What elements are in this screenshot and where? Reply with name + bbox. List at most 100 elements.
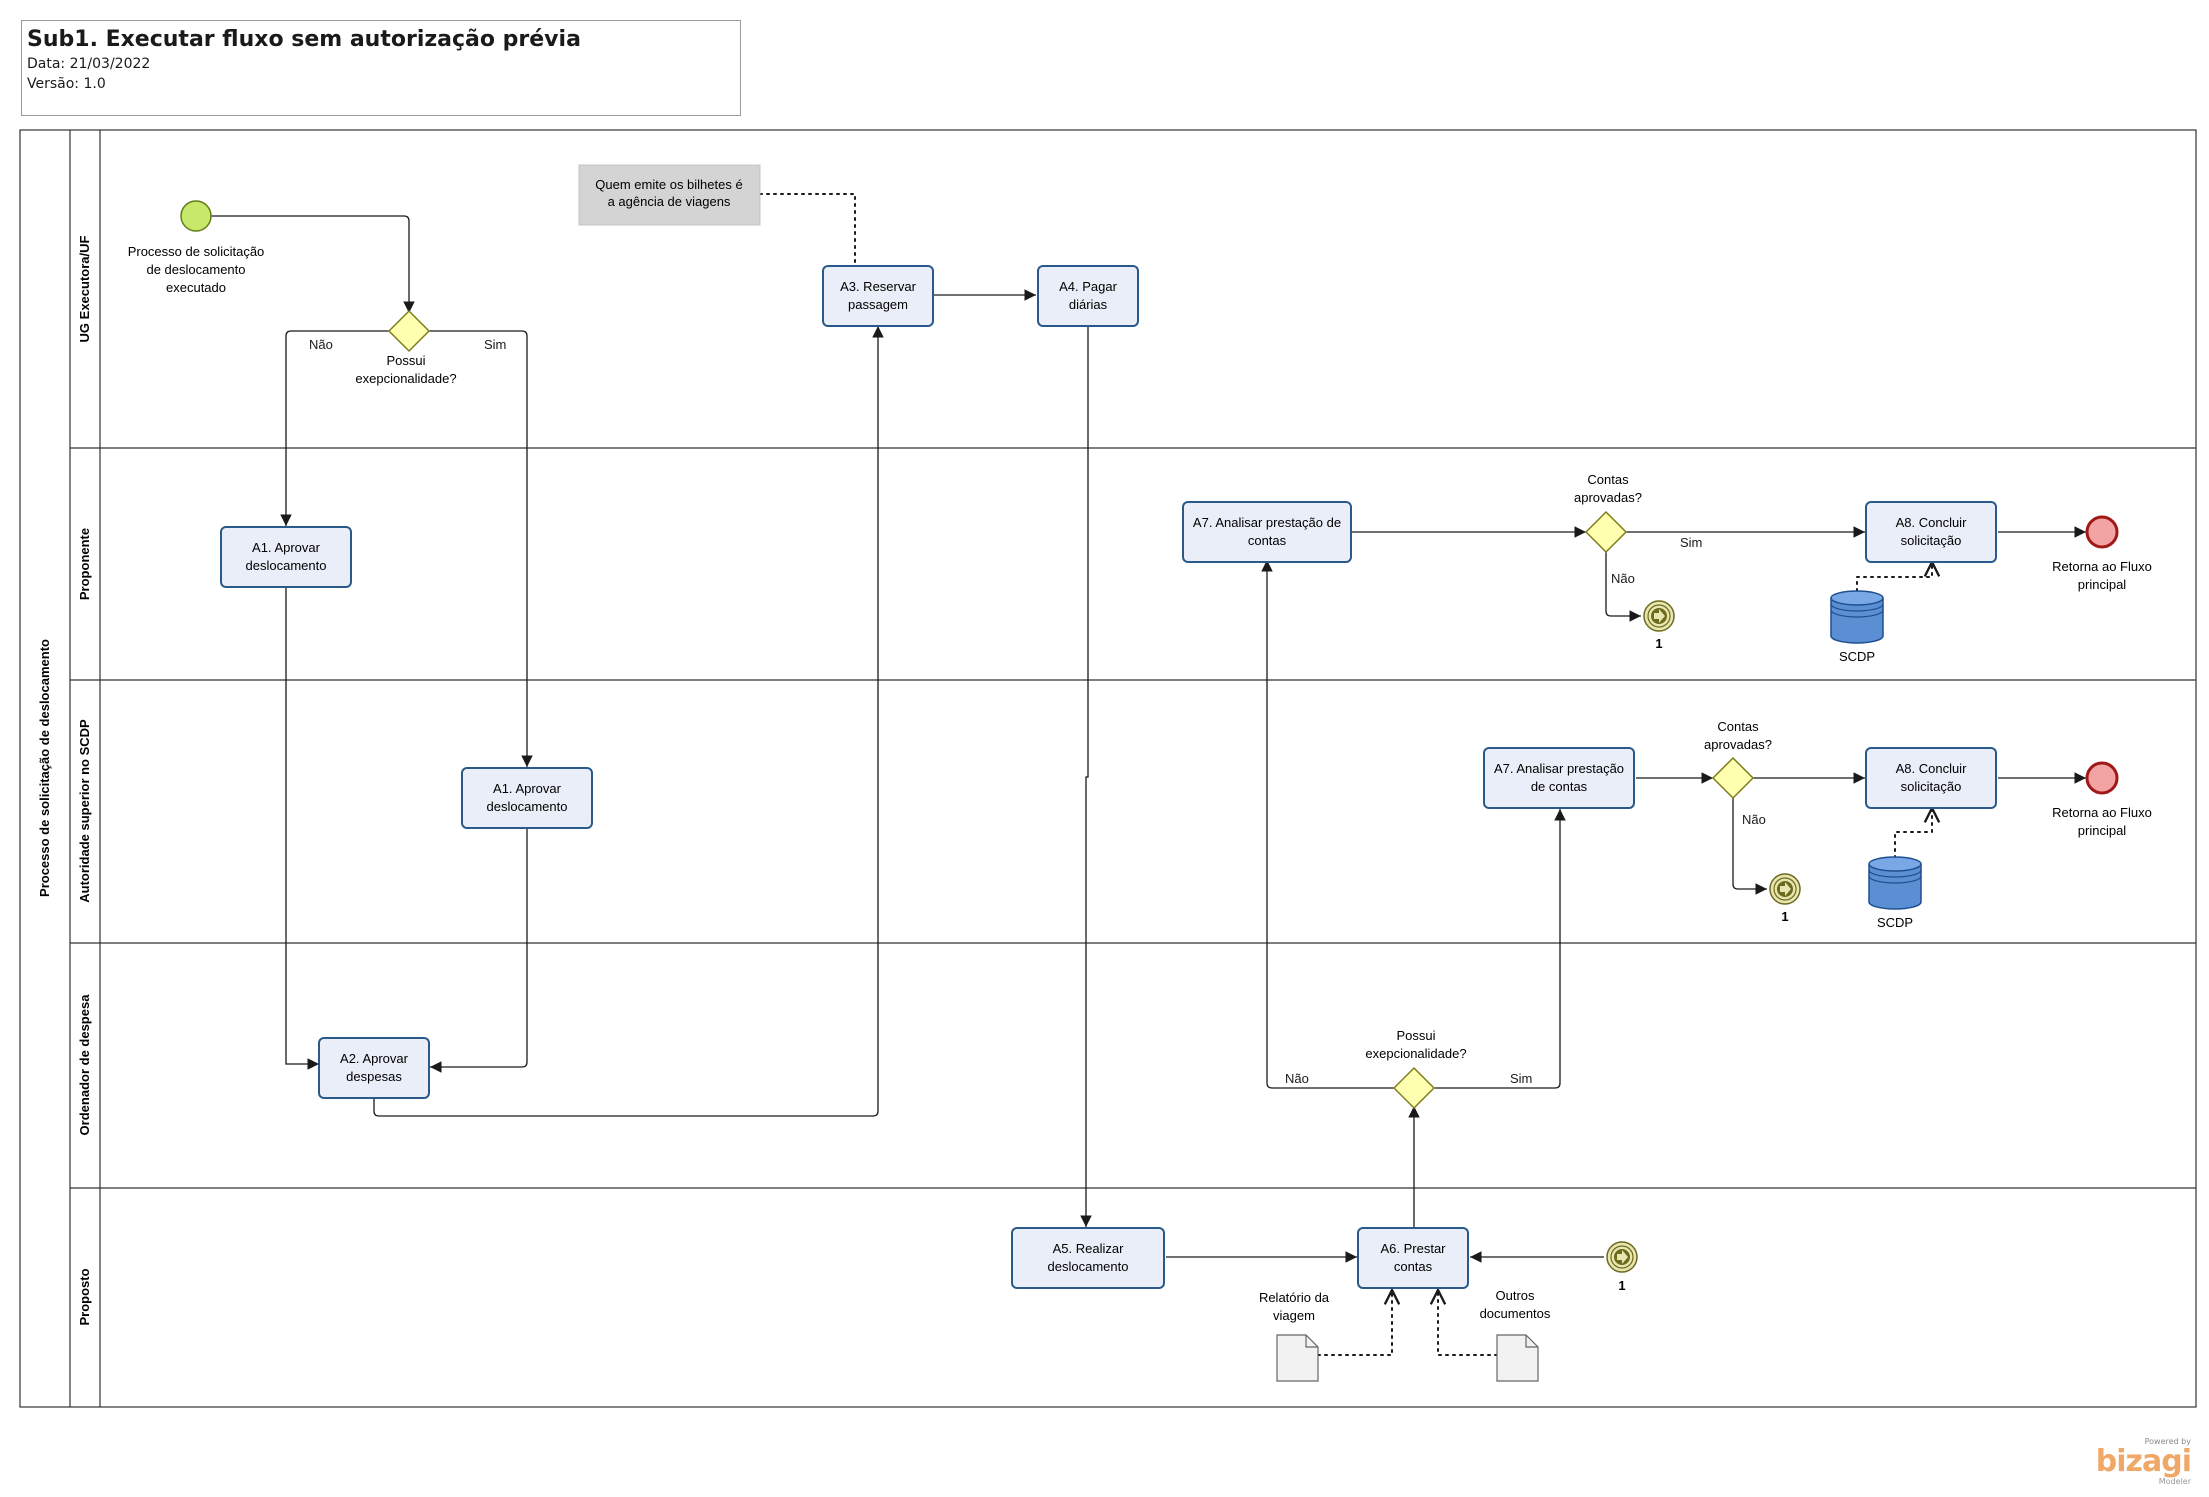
- doc1-l2: viagem: [1273, 1308, 1315, 1323]
- task-a2-aprovar-despesas[interactable]: A2. Aprovar despesas: [318, 1037, 430, 1099]
- task-a8-proponente-label: A8. Concluir solicitação: [1896, 515, 1967, 548]
- task-a2-l1: A2. Aprovar: [340, 1051, 409, 1066]
- doc1-l1: Relatório da: [1259, 1290, 1330, 1305]
- gw3-label-l2: aprovadas?: [1574, 490, 1642, 505]
- task-a7-proponente[interactable]: A7. Analisar prestação de contas: [1182, 501, 1352, 563]
- task-a8-autoridade[interactable]: A8. Concluir solicitação: [1865, 747, 1997, 809]
- task-a1-proponente-l1: A1. Aprovar: [252, 540, 321, 555]
- task-a8-proponente-l2: solicitação: [1901, 533, 1962, 548]
- task-a7-proponente-l1: A7. Analisar prestação de: [1193, 515, 1341, 530]
- task-a1-autoridade-l1: A1. Aprovar: [493, 781, 562, 796]
- flow-gw3-no: [1605, 552, 1641, 622]
- task-a2-label: A2. Aprovar despesas: [340, 1051, 409, 1084]
- associations: [759, 193, 1932, 1356]
- task-a1-autoridade-l2: deslocamento: [487, 799, 568, 814]
- start-label-l3: executado: [166, 280, 226, 295]
- task-a6-l1: A6. Prestar: [1380, 1241, 1446, 1256]
- logo-brand: bizagi: [2095, 1444, 2192, 1479]
- gateway-possui-exepcionalidade-1[interactable]: [387, 309, 431, 353]
- gw3-no-label: Não: [1611, 571, 1635, 586]
- end-aut-l1: Retorna ao Fluxo: [2052, 805, 2152, 820]
- flow-a2-to-a3: [373, 326, 884, 1117]
- document-icon-outros: [1496, 1334, 1539, 1382]
- link-event-throw-autoridade[interactable]: [1769, 873, 1801, 905]
- start-event[interactable]: [180, 200, 212, 232]
- task-a7-autoridade-l1: A7. Analisar prestação: [1494, 761, 1624, 776]
- task-a1-proponente-l2: deslocamento: [246, 558, 327, 573]
- task-a7-proponente-label: A7. Analisar prestação de contas: [1193, 515, 1341, 548]
- diagram-header: Sub1. Executar fluxo sem autorização pré…: [21, 20, 741, 116]
- gw4-no-label: Não: [1742, 812, 1766, 827]
- doc2-l2: documentos: [1480, 1306, 1551, 1321]
- annotation-text-l1: Quem emite os bilhetes é: [595, 177, 742, 192]
- gw2-no-label: Não: [1285, 1071, 1309, 1086]
- task-a1-proponente-label: A1. Aprovar deslocamento: [246, 540, 327, 573]
- gw1-no-label: Não: [309, 337, 333, 352]
- gw1-label-l2: exepcionalidade?: [355, 371, 456, 386]
- end-prop-l1: Retorna ao Fluxo: [2052, 559, 2152, 574]
- flow-a1prop-to-a2: [285, 587, 319, 1070]
- task-a3-l2: passagem: [848, 297, 908, 312]
- link-event-throw-proponente-label: 1: [1655, 636, 1662, 651]
- task-a8-autoridade-l1: A8. Concluir: [1896, 761, 1967, 776]
- gateway-contas-aprovadas-autoridade[interactable]: [1711, 756, 1755, 800]
- database-icon-scdp-autoridade: [1868, 856, 1922, 910]
- bizagi-logo: Powered by bizagi Modeler: [2095, 1437, 2192, 1487]
- gateway-possui-exepcionalidade-2[interactable]: [1392, 1066, 1436, 1110]
- logo-product: Modeler: [2158, 1477, 2191, 1486]
- flow-labels: Não Sim Não Sim Sim Não Não: [309, 337, 1766, 1086]
- text-annotation: Quem emite os bilhetes é a agência de via…: [578, 164, 761, 226]
- flow-a4-to-a5: [1080, 326, 1092, 1227]
- assoc-db-a8prop: [1856, 562, 1932, 592]
- task-a4-l2: diárias: [1069, 297, 1108, 312]
- lane-label-ug: UG Executora/UF: [77, 235, 92, 342]
- task-a6-prestar-contas[interactable]: A6. Prestar contas: [1357, 1227, 1469, 1289]
- gw2-yes-label: Sim: [1510, 1071, 1532, 1086]
- link-event-catch[interactable]: [1606, 1241, 1638, 1273]
- lane-label-ordenador: Ordenador de despesa: [77, 994, 92, 1136]
- task-a6-l2: contas: [1394, 1259, 1433, 1274]
- link-event-throw-proponente[interactable]: [1643, 600, 1675, 632]
- flow-a1aut-to-a2: [430, 828, 528, 1073]
- annotation-text: Quem emite os bilhetes é a agência de via…: [595, 177, 742, 209]
- annotation-text-l2: a agência de viagens: [608, 194, 731, 209]
- flow-gw1-no: [280, 330, 389, 526]
- pool-label: Processo de solicitação de deslocamento: [37, 639, 52, 897]
- task-a1-autoridade[interactable]: A1. Aprovar deslocamento: [461, 767, 593, 829]
- gw1-yes-label: Sim: [484, 337, 506, 352]
- task-a2-l2: despesas: [346, 1069, 402, 1084]
- end-event-proponente[interactable]: [2085, 515, 2119, 549]
- diagram-title: Sub1. Executar fluxo sem autorização pré…: [27, 27, 581, 52]
- link-event-throw-autoridade-label: 1: [1781, 909, 1788, 924]
- lane-label-proposto: Proposto: [77, 1268, 92, 1325]
- end-prop-l2: principal: [2078, 577, 2127, 592]
- logo-powered-by: Powered by: [2144, 1437, 2191, 1446]
- gw4-label-l1: Contas: [1717, 719, 1759, 734]
- document-relatorio-label: Relatório da viagem: [1259, 1290, 1330, 1323]
- diagram-version: Versão: 1.0: [27, 76, 106, 92]
- end-aut-l2: principal: [2078, 823, 2127, 838]
- flow-gw2-no: [1261, 560, 1394, 1089]
- assoc-annotation-a3: [759, 193, 856, 265]
- flow-gw1-yes: [429, 330, 533, 767]
- gw2-label-l2: exepcionalidade?: [1365, 1046, 1466, 1061]
- document-icon-relatorio: [1276, 1334, 1319, 1382]
- task-a7-proponente-l2: contas: [1248, 533, 1287, 548]
- task-a5-l2: deslocamento: [1048, 1259, 1129, 1274]
- task-a8-proponente-l1: A8. Concluir: [1896, 515, 1967, 530]
- task-a1-proponente[interactable]: A1. Aprovar deslocamento: [220, 526, 352, 588]
- task-a8-proponente[interactable]: A8. Concluir solicitação: [1865, 501, 1997, 563]
- task-a8-autoridade-l2: solicitação: [1901, 779, 1962, 794]
- end-event-autoridade[interactable]: [2085, 761, 2119, 795]
- gateway-contas-aprovadas-proponente[interactable]: [1584, 510, 1628, 554]
